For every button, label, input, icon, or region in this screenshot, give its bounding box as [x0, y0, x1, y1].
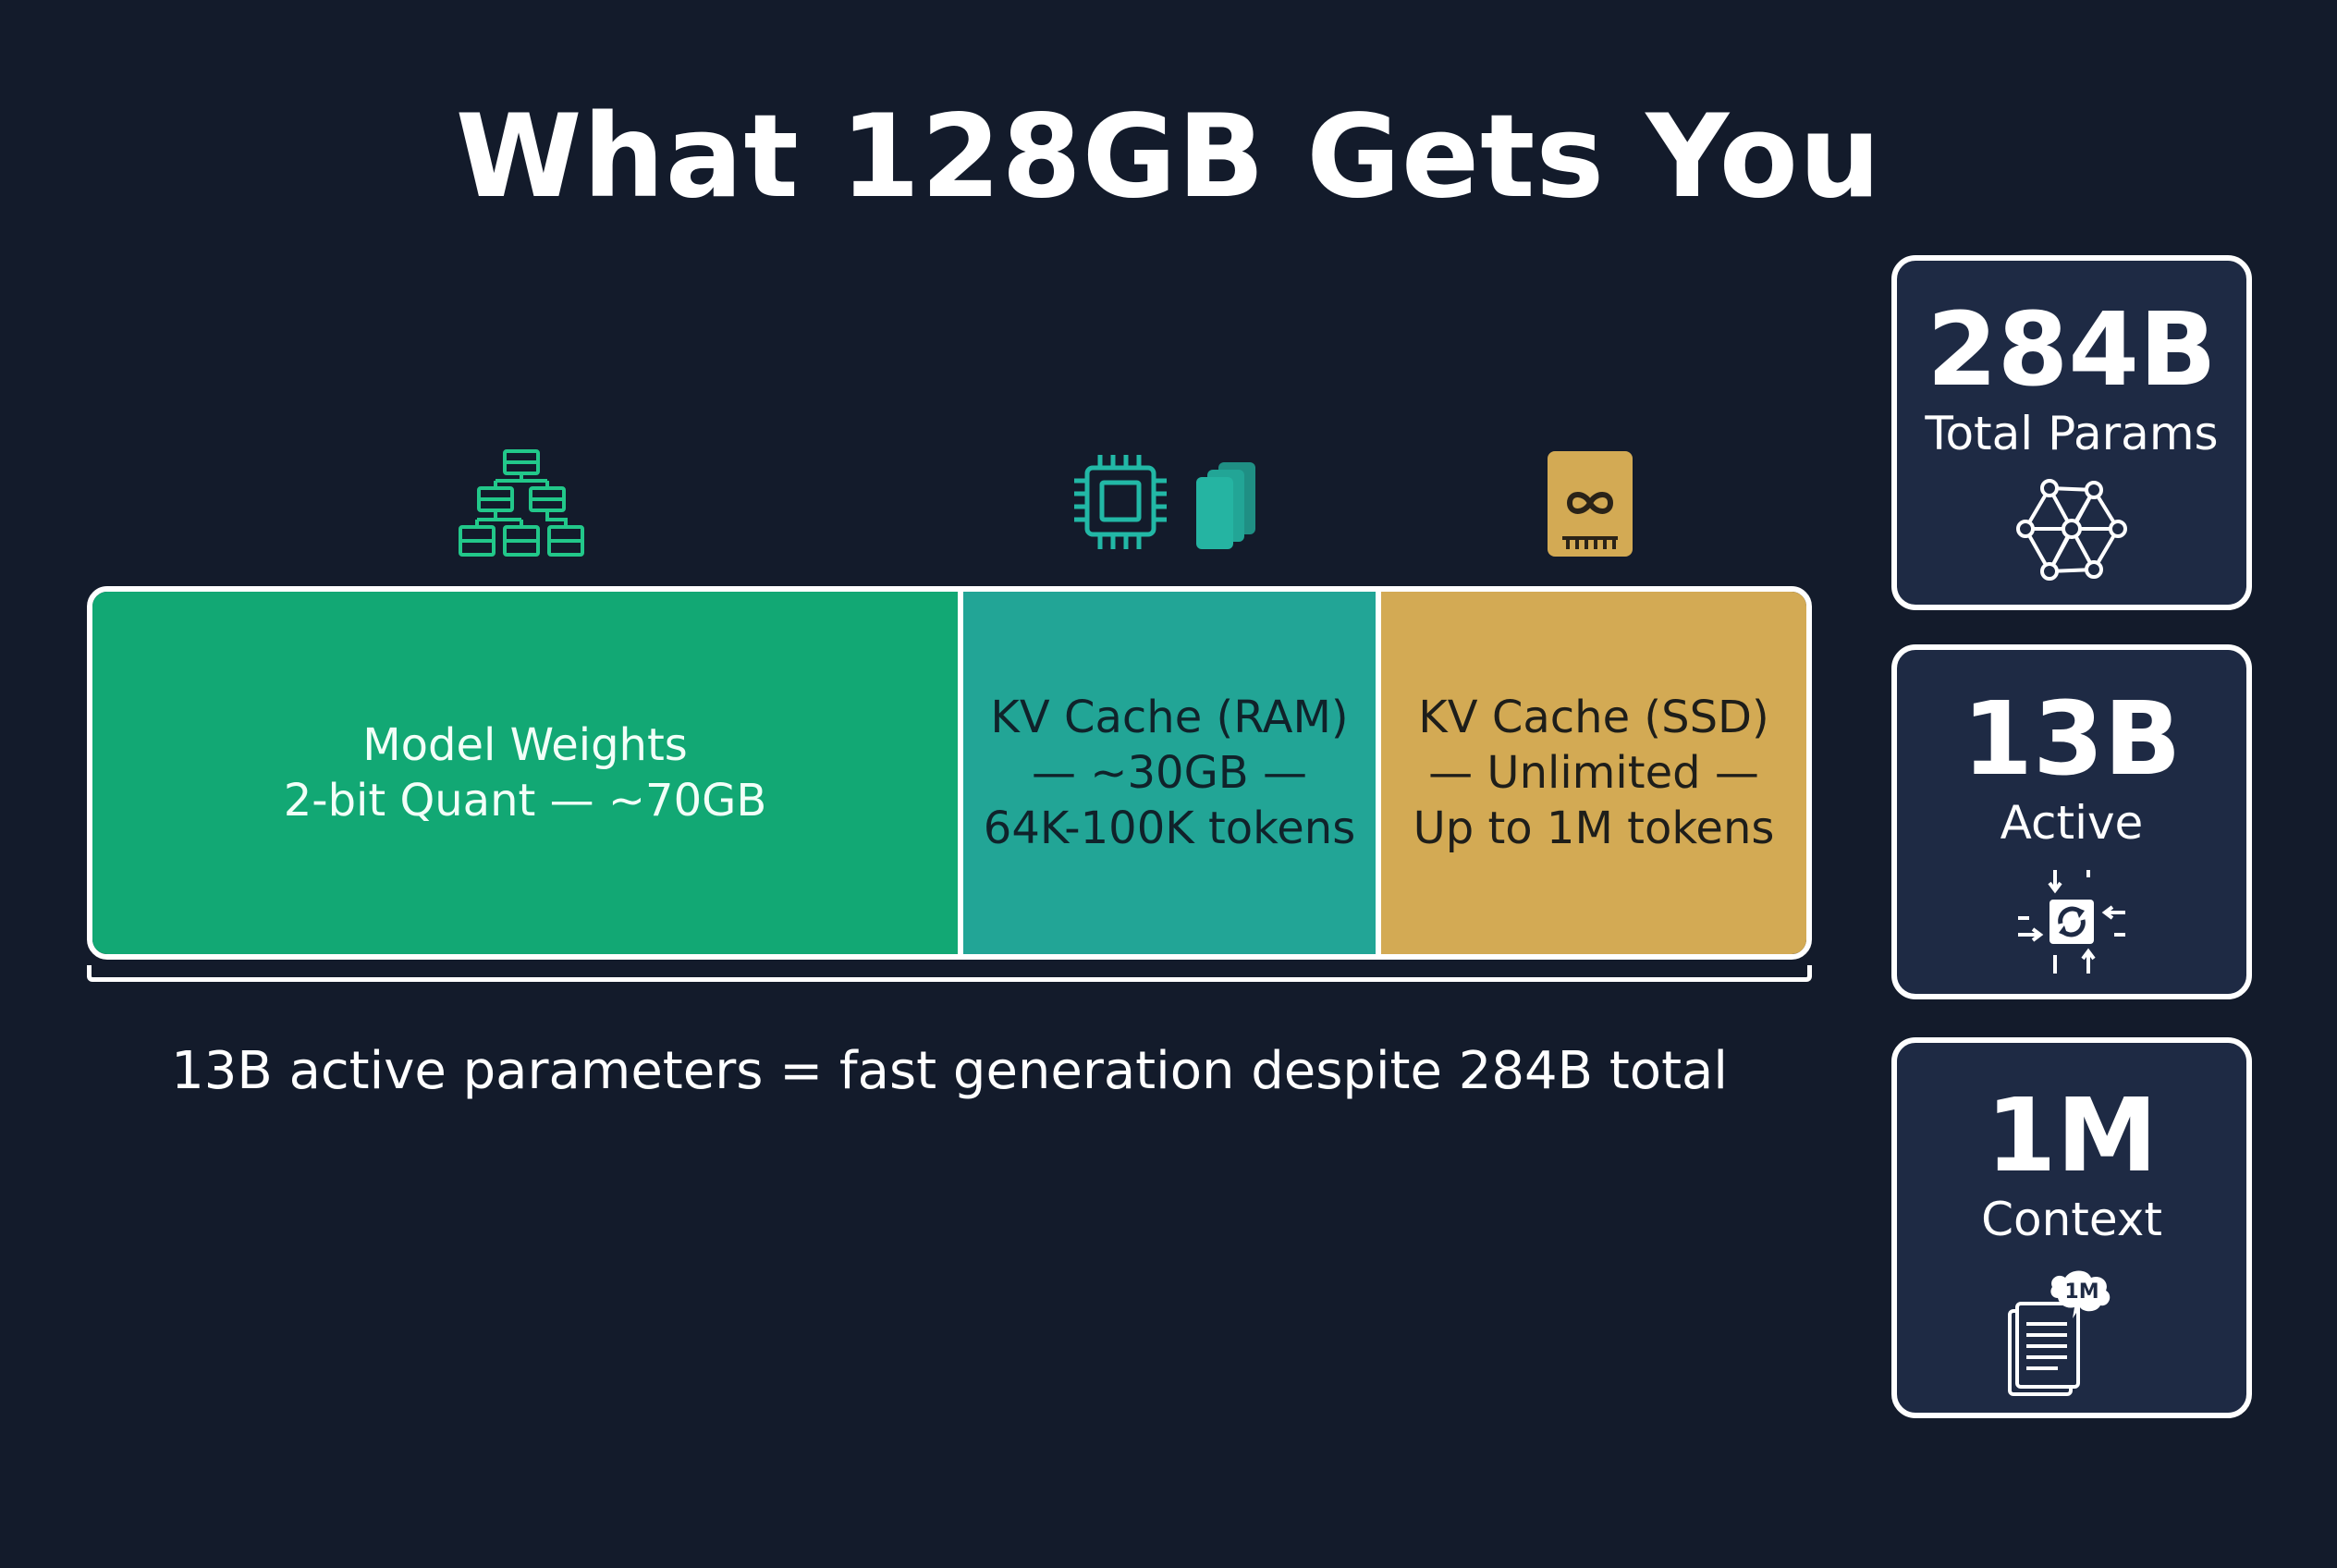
active-refresh-icon [2018, 870, 2125, 974]
stat-card-total-params: 284B Total Params [1891, 255, 2252, 610]
segment-line: — Unlimited — [1428, 747, 1759, 799]
bar-bracket [87, 965, 1812, 982]
ssd-infinity-icon [1548, 451, 1633, 557]
memory-bar: Model Weights 2-bit Quant — ~70GB KV Cac… [87, 586, 1812, 960]
icon-badge-text: 1M [2064, 1280, 2098, 1304]
stat-card-context: 1M Context 1M [1891, 1037, 2252, 1418]
stat-card-active: 13B Active [1891, 644, 2252, 999]
server-cluster-icon [459, 449, 584, 557]
segment-kv-cache-ram: KV Cache (RAM) — ~30GB — 64K-100K tokens [958, 592, 1376, 954]
segment-line: Up to 1M tokens [1413, 802, 1775, 854]
chip-memory-icon [1074, 455, 1255, 549]
stat-label: Active [2000, 796, 2144, 850]
caption: 13B active parameters = fast generation … [171, 1041, 1728, 1101]
stat-label: Total Params [1925, 407, 2219, 460]
stat-value: 284B [1927, 290, 2217, 409]
segment-line: KV Cache (RAM) [990, 692, 1349, 743]
segment-line: Model Weights [362, 719, 688, 771]
segment-model-weights: Model Weights 2-bit Quant — ~70GB [92, 592, 958, 954]
stat-value: 1M [1985, 1076, 2158, 1194]
stat-value: 13B [1962, 680, 2182, 798]
segment-line: 2-bit Quant — ~70GB [283, 775, 767, 827]
documents-1m-icon: 1M [2008, 1270, 2111, 1396]
segment-line: KV Cache (SSD) [1418, 692, 1769, 743]
segment-line: — ~30GB — [1032, 747, 1307, 799]
stat-label: Context [1981, 1193, 2162, 1246]
segment-kv-cache-ssd: KV Cache (SSD) — Unlimited — Up to 1M to… [1376, 592, 1806, 954]
network-icon [2016, 479, 2127, 581]
page-title: What 128GB Gets You [455, 91, 1882, 224]
segment-line: 64K-100K tokens [983, 802, 1356, 854]
